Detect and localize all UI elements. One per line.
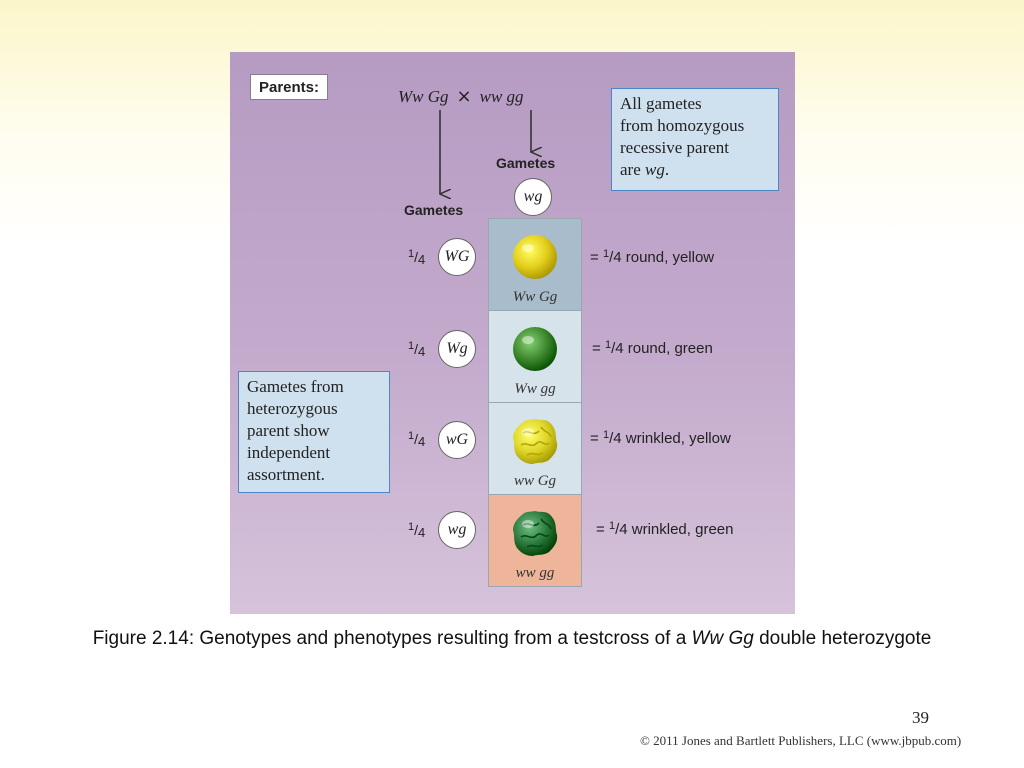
pea-highlight [522,336,534,344]
heterozygous-note-line: Gametes from [247,377,344,396]
phenotype-numerator: 1 [604,339,612,351]
offspring-column: Ww Gg Ww gg ww Gg ww gg [488,218,582,587]
offspring-genotype: ww Gg [513,473,557,489]
gametes-right-label: Gametes [496,155,556,171]
pea-highlight [522,520,534,528]
caption-text: Figure 2.14: Genotypes and phenotypes re… [92,628,692,649]
phenotype-equals: = [590,249,603,266]
gamete-frequency: 1/4 [408,430,426,449]
offspring-genotype: Ww Gg [512,289,558,305]
heterozygous-note: Gametes from heterozygous parent show in… [238,371,390,493]
figure-caption: Figure 2.14: Genotypes and phenotypes re… [60,624,964,653]
gametes-left-label: Gametes [404,202,464,218]
pea-wrinkle [520,533,550,539]
fraction-numerator: 1 [408,248,415,260]
parent2-genotype: ww gg [479,87,524,106]
homozygous-note-line: are wg. [620,159,770,181]
homozygous-note-emph: wg [645,160,665,179]
phenotype-denominator: 4 [619,521,628,538]
homozygous-note: All gametes from homozygous recessive pa… [611,88,779,191]
page-number: 39 [912,708,929,727]
gamete-circle: Wg [438,330,476,368]
pea-highlight [522,428,534,436]
phenotype-text: round, green [627,340,713,357]
pea-wrinkle [522,430,540,435]
phenotype-numerator: 1 [608,520,616,532]
gamete-circle: wg [438,511,476,549]
phenotype-label: = 1/4 wrinkled, yellow [590,429,731,447]
heterozygous-note-line: assortment. [247,465,325,484]
heterozygous-note-line: parent show [247,421,330,440]
phenotype-equals: = [596,521,609,538]
gamete-circle: WG [438,238,476,276]
fraction-numerator: 1 [408,340,415,352]
testcross-figure: Parents: Ww Gg×ww gg Gametes Gametes wg … [230,52,795,614]
phenotype-label: = 1/4 wrinkled, green [596,520,734,538]
phenotype-equals: = [590,430,603,447]
offspring-cell: ww gg [489,495,581,586]
fraction-denominator: 4 [418,434,426,449]
gamete-frequency: 1/4 [408,521,426,540]
pea-body [513,235,557,279]
pea-wrinkle [522,522,540,527]
copyright-notice: © 2011 Jones and Bartlett Publishers, LL… [640,733,962,748]
pea-wrinkle [520,441,550,447]
pea-round-green-icon [513,327,557,371]
phenotype-denominator: 4 [613,249,622,266]
fraction-denominator: 4 [418,525,426,540]
homozygous-note-period: . [664,160,670,179]
gamete-arrows [230,110,795,614]
gamete-circle: wG [438,421,476,459]
phenotype-numerator: 1 [602,248,610,260]
phenotype-numerator: 1 [602,429,610,441]
phenotype-equals: = [592,340,605,357]
caption-genotype: Ww Gg [691,628,754,649]
pea-body [513,419,558,464]
parental-cross: Ww Gg × ww gg [398,86,524,107]
pea-wrinkled-yellow-icon [513,419,558,464]
recessive-gamete-circle: wg [514,178,552,216]
offspring-cell: Ww gg [489,311,581,403]
pea-highlight [522,244,534,252]
heterozygous-note-line: independent [247,443,331,462]
pea-body [513,327,557,371]
homozygous-note-line: recessive parent [620,138,730,157]
pea-body [513,511,558,556]
phenotype-label: = 1/4 round, yellow [590,248,715,266]
pea-wrinkled-green-icon [513,511,558,556]
fraction-denominator: 4 [418,252,426,267]
offspring-cell: Ww Gg [489,219,581,311]
parent1-genotype: Ww Gg [398,87,449,106]
pea-wrinkle [540,518,552,530]
homozygous-note-text: are [620,160,646,179]
offspring-cell: ww Gg [489,403,581,495]
fraction-numerator: 1 [408,430,415,442]
phenotype-denominator: 4 [615,340,624,357]
caption-text-end: double heterozygote [753,628,932,649]
phenotype-denominator: 4 [613,430,622,447]
offspring-genotype: ww gg [515,565,555,581]
pea-round-yellow-icon [513,235,557,279]
homozygous-note-line: from homozygous [620,116,745,135]
fraction-denominator: 4 [418,344,426,359]
pea-wrinkle [526,452,544,456]
pea-wrinkle [526,544,544,548]
homozygous-note-line: All gametes [620,94,702,113]
phenotype-label: = 1/4 round, green [592,339,713,357]
phenotype-text: wrinkled, green [631,521,734,538]
parents-label: Parents: [250,74,328,100]
phenotype-text: wrinkled, yellow [625,430,731,447]
gamete-frequency: 1/4 [408,248,426,267]
fraction-numerator: 1 [408,521,415,533]
pea-wrinkle [540,426,552,438]
cross-symbol: × [456,86,472,107]
phenotype-text: round, yellow [625,249,715,266]
offspring-genotype: Ww gg [514,381,556,397]
gamete-frequency: 1/4 [408,340,426,359]
heterozygous-note-line: heterozygous [247,399,338,418]
